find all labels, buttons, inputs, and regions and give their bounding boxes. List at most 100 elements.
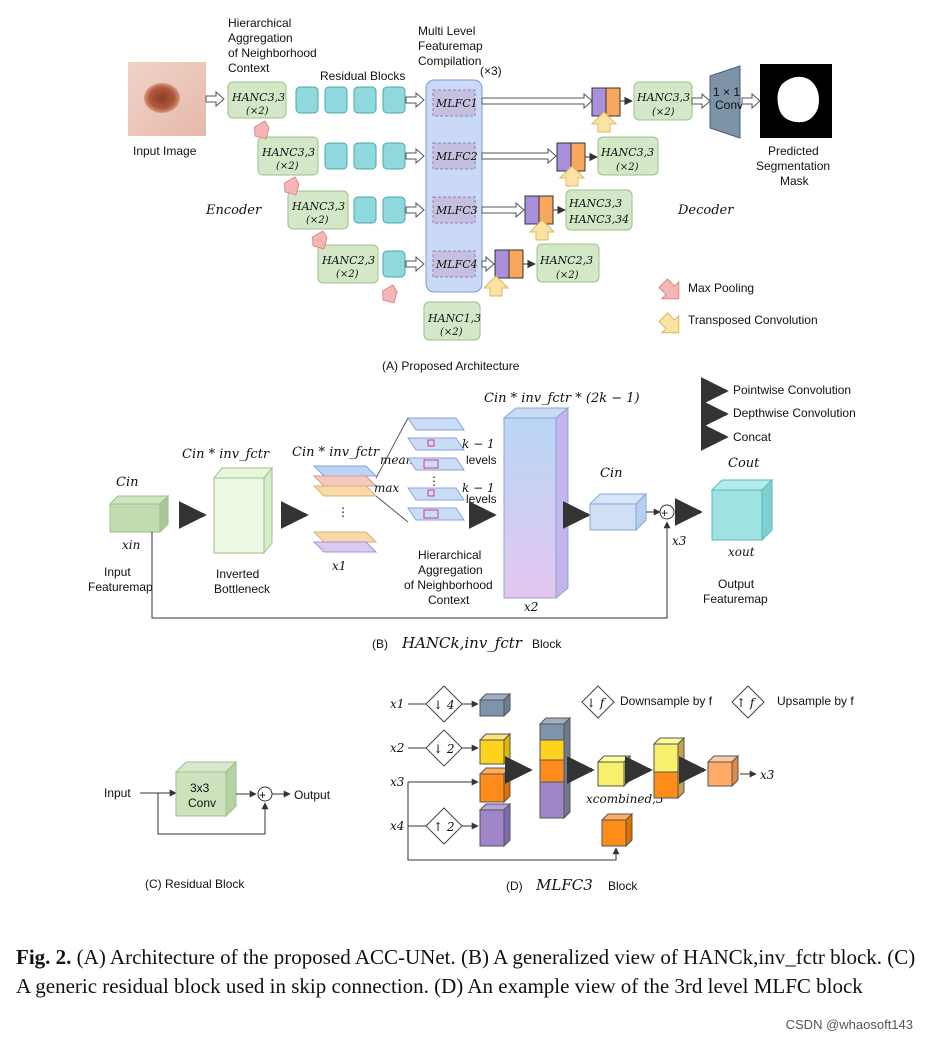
enc-hanc-4-rep: (×2) [336,269,359,280]
dec-concat-3 [524,195,554,225]
residual-output: Output [294,788,331,802]
transposed-conv-arrow [590,111,618,133]
legend-down-icon [581,685,615,719]
transposed-conv-arrow [482,275,510,297]
skip-arrow-2 [481,147,557,165]
output-label-2: Segmentation [756,159,830,173]
hanc-label-4: Context [428,593,470,607]
mean-layer-3 [407,457,465,471]
dec-concat-2 [556,142,586,172]
mlfc-group [425,79,483,293]
conv-1x1 [709,65,741,139]
cube-x2 [479,739,505,765]
stack-layer [312,465,378,477]
panel-d-title-suffix: Block [608,879,638,893]
residual-add-symbol: + [259,788,266,802]
xin-label: xin [122,538,140,552]
output-cube [711,489,763,541]
mask-region [777,76,819,123]
bottleneck-label-1: Inverted [216,567,259,581]
mean-label: mean [380,453,413,467]
xout-label: xout [728,545,755,559]
input-featuremap-cube [109,503,161,533]
output-featuremap-1: Output [718,577,755,591]
max-pool-arrow [284,176,300,196]
bottleneck-label-2: Bottleneck [214,582,271,596]
legend-up-symbol: ↑ f [736,696,757,710]
residual-block [324,86,348,114]
mean-layer-2 [407,437,465,451]
mlfc-1-label: MLFC1 [435,97,478,110]
dec-concat-4 [494,249,524,279]
caption-text: (A) Architecture of the proposed ACC-UNe… [16,945,916,998]
enc-hanc-4-name: HANC2,3 [321,254,375,267]
panel-b-title-prefix: (B) [372,637,388,651]
x1-label: x1 [332,559,346,573]
enc-hanc-2 [257,136,319,176]
combined-label: xcombined,3 [586,792,664,806]
output-cube-d [707,761,733,787]
mlfc-1 [432,89,476,117]
x2-label: x2 [524,600,538,614]
panel-b: Pointwise Convolution Depthwise Convolut… [88,377,856,652]
residual-block [353,86,377,114]
enc-hanc-3-name: HANC3,3 [291,200,345,213]
stack-dots: ⋮ [337,505,349,519]
max-pool-arrow [382,284,398,304]
panel-a-title: (A) Proposed Architecture [382,359,520,373]
conv3x3 [175,771,227,817]
residual-block [353,196,377,224]
mlfc-4-label: MLFC4 [435,258,478,271]
conv3x3-label-1: 3x3 [190,781,210,795]
residual-input: Input [104,786,131,800]
panel-d-title-math: MLFC3 [535,876,593,894]
skip-arrow-1 [481,92,593,110]
stack-layer [312,475,378,487]
bottleneck-hanc [423,301,481,341]
legend-pointwise: Pointwise Convolution [733,383,851,397]
residual-block [382,250,406,278]
hanc-group-label-3: of Neighborhood [228,46,317,60]
skip-arrow-4 [481,255,495,273]
mlfc-group-label-2: Featuremap [418,39,483,53]
cin2-label: Cin [600,466,622,481]
residual-label: Residual Blocks [320,69,405,83]
upsample-2 [425,807,463,845]
max-layer-2 [407,507,465,521]
watermark: CSDN @whaosoft143 [785,1017,913,1032]
figure-canvas: Hierarchical Aggregation of Neighborhood… [88,16,856,894]
caption-fig: Fig. 2. [16,945,72,969]
down4-label: ↓ 4 [433,698,455,712]
conv-label-2: Conv [715,98,743,112]
mlfc-2-label: MLFC2 [435,150,478,163]
down2-label: ↓ 2 [433,742,455,756]
panel-b-title-suffix: Block [532,637,562,651]
mlfc-group-label-3: Compilation [418,54,481,68]
inverted-bottleneck [213,477,265,554]
residual-skip [157,793,269,835]
cube-x4 [479,809,505,847]
x3-copy-cube [601,819,627,847]
bottleneck-name: HANC1,3 [427,312,481,325]
cube-x3 [479,773,505,803]
bottleneck-dim: Cin * inv_fctr [182,447,270,462]
enc-hanc-3 [287,190,349,230]
enc-hanc-1 [227,81,287,119]
hanc-group-label-1: Hierarchical [228,16,291,30]
levels-a-1: k − 1 [462,437,495,451]
dec-hanc-1-name: HANC3,3 [636,91,690,104]
panel-d-title-prefix: (D) [506,879,523,893]
enc-hanc-1-name: HANC3,3 [231,91,285,104]
lesion [144,83,180,113]
add-symbol: + [661,506,668,520]
cin-label: Cin [116,475,138,490]
enc-row-3: HANC3,3 (×2) MLFC3 [287,190,478,230]
stack-layer [312,531,378,543]
dec-hanc-3-rep: HANC3,34 [568,213,629,226]
d-x1: x1 [390,697,404,711]
dec-hanc-4-name: HANC2,3 [539,254,593,267]
mlfc-3-label: MLFC3 [435,204,478,217]
dec-hanc-4-rep: (×2) [556,270,579,281]
x3-bypass [407,782,620,861]
dec-hanc-2 [597,136,659,176]
